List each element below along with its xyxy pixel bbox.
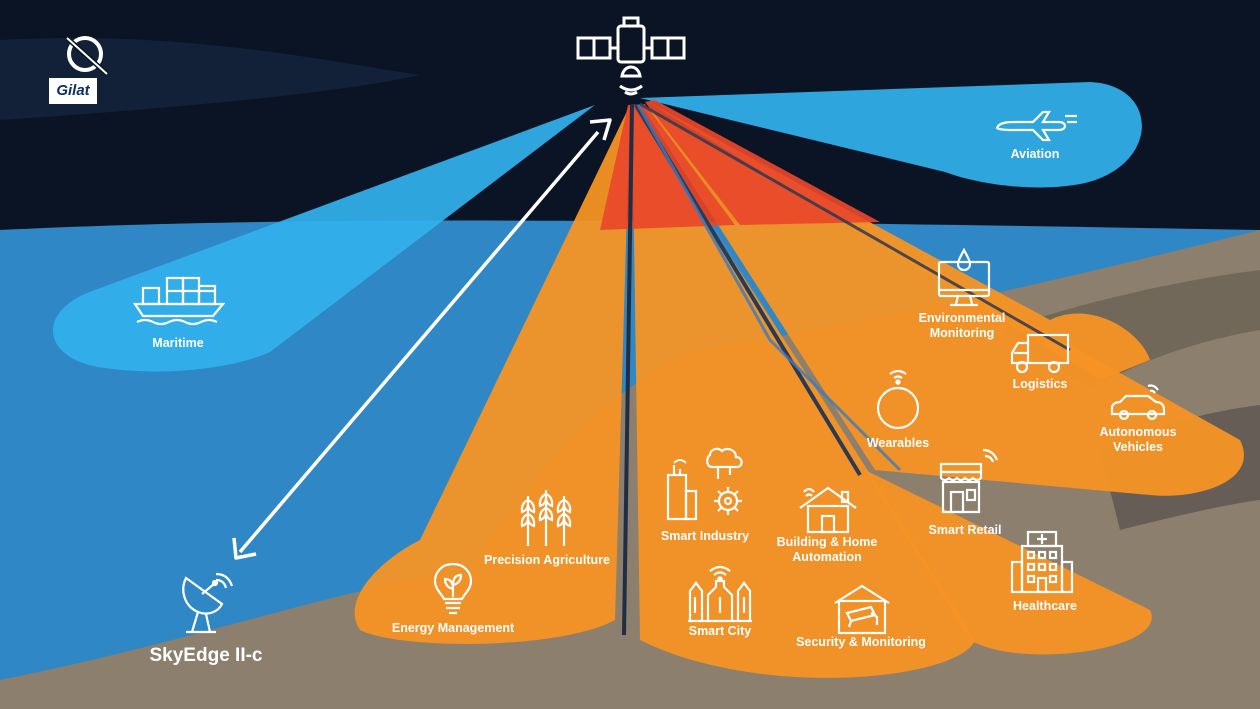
application-label-smart-industry: Smart Industry (660, 529, 750, 543)
gilat-logo (45, 30, 117, 111)
smart-home-icon (796, 480, 860, 541)
ground-station-label: SkyEdge II-c (149, 645, 263, 666)
truck-icon (1010, 333, 1070, 380)
application-label-security-monitoring: Security & Monitoring (796, 635, 926, 649)
cargo-ship-icon (132, 274, 226, 333)
application-label-smart-city: Smart City (688, 624, 752, 638)
airplane-icon (993, 110, 1079, 147)
smartwatch-icon (874, 366, 922, 437)
monitor-drop-icon (936, 247, 992, 313)
satellite-icon (576, 16, 686, 113)
application-label-autonomous-vehicles: Autonomous Vehicles (1099, 425, 1177, 454)
lightbulb-icon (431, 561, 475, 622)
application-label-healthcare: Healthcare (1013, 599, 1077, 613)
application-label-aviation: Aviation (1010, 147, 1060, 161)
application-label-logistics: Logistics (1012, 377, 1068, 391)
factory-icon (664, 445, 748, 528)
application-label-energy-management: Energy Management (391, 621, 515, 635)
gilat-logo-text: Gilat (56, 82, 90, 99)
application-label-building-home-automation: Building & Home Automation (776, 535, 878, 564)
application-label-environmental-monitoring: Environmental Monitoring (918, 311, 1006, 340)
city-buildings-icon (686, 561, 754, 628)
connected-car-icon (1108, 382, 1168, 429)
application-label-maritime: Maritime (152, 336, 204, 350)
security-camera-icon (833, 583, 891, 640)
application-label-precision-agriculture: Precision Agriculture (484, 553, 610, 567)
application-label-smart-retail: Smart Retail (928, 523, 1002, 537)
hospital-icon (1010, 528, 1074, 601)
application-label-wearables: Wearables (866, 436, 930, 450)
store-icon (935, 444, 1001, 523)
wheat-icon (516, 486, 576, 553)
satellite-dish-icon (178, 568, 236, 641)
